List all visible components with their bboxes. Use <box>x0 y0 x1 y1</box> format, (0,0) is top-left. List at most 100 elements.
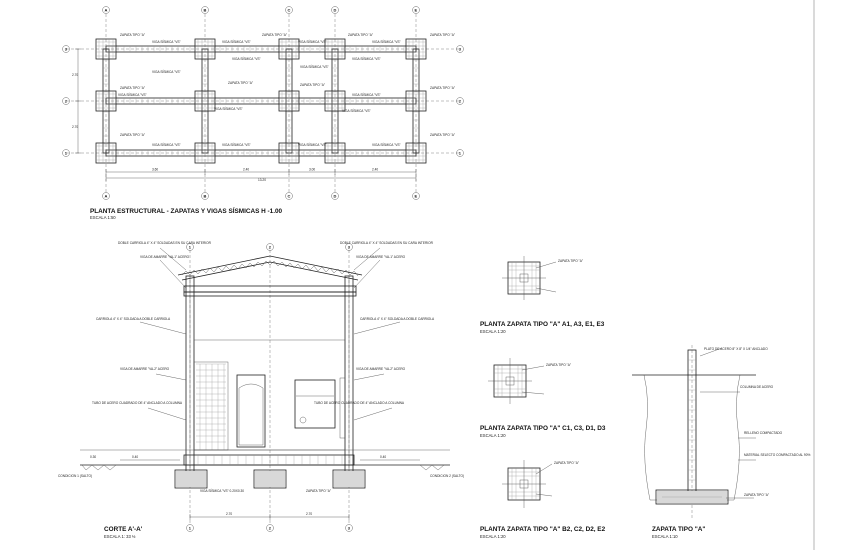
condition-label-right: CONDICION 2 (SALTO) <box>430 474 464 478</box>
plan-title: PLANTA ESTRUCTURAL - ZAPATAS Y VIGAS SÍS… <box>90 206 283 215</box>
footing-tag: ZAPATA TIPO "A" <box>430 33 455 37</box>
axis-label: 1 <box>189 245 192 250</box>
footing-tag: ZAPATA TIPO "A" <box>300 83 325 87</box>
detail-scale: ESCALA 1:20 <box>480 534 506 539</box>
beam-tag: VIGA SÍSMICA "VS" <box>342 109 371 113</box>
axis-label: A <box>105 8 108 13</box>
beam-tag: VIGA SÍSMICA "VS" <box>232 57 261 61</box>
dimension-text: 0.30 <box>90 455 96 459</box>
beam-tag: VIGA SÍSMICA "VS" <box>214 107 243 111</box>
beam-tag: VIGA SÍSMICA "VS" <box>372 40 401 44</box>
note-text: VIGA DE AMARRE "VA-2" ACERO <box>356 367 406 371</box>
axis-label: 2 <box>269 526 272 531</box>
dimension-text: 0.40 <box>380 455 386 459</box>
zapata-scale: ESCALA 1:10 <box>652 534 678 539</box>
beam-tag: VIGA SÍSMICA "VS" <box>352 93 381 97</box>
axis-label: 1 <box>459 151 462 156</box>
dimension-text: 2.70 <box>226 512 232 516</box>
beam-tag: VIGA SÍSMICA "VS" <box>372 143 401 147</box>
dimension-text: 3.00 <box>309 168 315 172</box>
footing-detail-2: ZAPATA TIPO "A" PLANTA ZAPATA TIPO "A" C… <box>480 358 606 438</box>
axis-label: B <box>204 194 207 199</box>
note-text: CARRIOLA 4" X 4" SOLDADA A DOBLE CARRIOL… <box>360 317 435 321</box>
zapata-note: COLUMNA DE ACERO <box>740 385 774 389</box>
dimension-text: 2.40 <box>243 168 249 172</box>
note-text: VIGA DE AMARRE "VA-2" ACERO <box>120 367 170 371</box>
footing-tag: ZAPATA TIPO "A" <box>430 86 455 90</box>
zapata-note: RELLENO COMPACTADO <box>744 431 783 435</box>
detail-title: PLANTA ZAPATA TIPO "A" B2, C2, D2, E2 <box>480 526 606 533</box>
dimension-text: 2.70 <box>72 125 78 129</box>
note-text: VIGA SÍSMICA "VS" 0.20X0.30 <box>200 489 244 493</box>
dimension-text: 13.20 <box>258 178 266 182</box>
zapata-note: MATERIAL SELECTO COMPACTADO AL 90% <box>744 453 810 457</box>
note-text: VIGA DE AMARRE "VA-1" ACERO <box>140 255 190 259</box>
beam-tag: VIGA SÍSMICA "VS" <box>352 57 381 61</box>
axis-label: 3 <box>65 47 68 52</box>
footing-detail-3: ZAPATA TIPO "A" PLANTA ZAPATA TIPO "A" B… <box>480 460 606 539</box>
axis-label: 3 <box>348 245 351 250</box>
zapata-section: PLATO DE ACERO 8" X 8" X 1/4" ANCLADO CO… <box>632 345 810 539</box>
footing-tag: ZAPATA TIPO "A" <box>120 86 145 90</box>
zapata-note: ZAPATA TIPO "A" <box>744 493 769 497</box>
footing-tag: ZAPATA TIPO "A" <box>120 33 145 37</box>
axis-label: 3 <box>459 47 462 52</box>
axis-label: A <box>105 194 108 199</box>
structural-plan: A B C D E A B C D E 3 2 1 3 2 1 <box>62 6 464 220</box>
section-dimensions: 2.70 2.70 0.40 0.40 0.30 <box>90 455 420 520</box>
plan-scale: ESCALA 1:50 <box>90 215 116 220</box>
section-scale: ESCALA 1: 33 ⅓ <box>104 534 136 539</box>
roof-structure <box>177 255 363 297</box>
axis-bubbles-sides: 3 2 1 3 2 1 <box>62 45 464 157</box>
plan-labels: ZAPATA TIPO "A" ZAPATA TIPO "A" ZAPATA T… <box>118 33 455 147</box>
detail-scale: ESCALA 1:20 <box>480 329 506 334</box>
axis-label: 1 <box>65 151 68 156</box>
zapata-note: PLATO DE ACERO 8" X 8" X 1/4" ANCLADO <box>704 347 768 351</box>
axis-label: 2 <box>65 99 68 104</box>
note-text: CARRIOLA 4" X 4" SOLDADA A DOBLE CARRIOL… <box>96 317 171 321</box>
beam-tag: VIGA SÍSMICA "VS" <box>118 93 147 97</box>
beam-tag: VIGA SÍSMICA "VS" <box>298 40 327 44</box>
note-text: TUBO DE ACERO CUADRADO DE 4" ANCLADO A C… <box>92 401 183 405</box>
beam-tag: VIGA SÍSMICA "VS" <box>152 40 181 44</box>
beam-tag: VIGA SÍSMICA "VS" <box>300 65 329 69</box>
detail-scale: ESCALA 1:20 <box>480 433 506 438</box>
axis-label: D <box>334 194 337 199</box>
note-text: TUBO DE ACERO CUADRADO DE 4" ANCLADO A C… <box>314 401 405 405</box>
footing-tag: ZAPATA TIPO "A" <box>262 33 287 37</box>
section-walls <box>193 339 346 451</box>
axis-label: C <box>288 194 291 199</box>
axis-label: 2 <box>459 99 462 104</box>
beam-tag: VIGA SÍSMICA "VS" <box>298 143 327 147</box>
axis-label: E <box>415 194 418 199</box>
section-a-a: 1 2 3 1 2 3 <box>58 241 464 539</box>
ground-foundation <box>80 449 450 489</box>
zapata-title: ZAPATA TIPO "A" <box>652 526 705 533</box>
footing-tag: ZAPATA TIPO "A" <box>430 133 455 137</box>
footing-tag: ZAPATA TIPO "A" <box>120 133 145 137</box>
detail-title: PLANTA ZAPATA TIPO "A" A1, A3, E1, E3 <box>480 321 605 328</box>
axis-label: 3 <box>348 526 351 531</box>
axis-label: 2 <box>269 245 272 250</box>
axis-label: 1 <box>189 526 192 531</box>
beam-tag: VIGA SÍSMICA "VS" <box>222 40 251 44</box>
beam-tag: VIGA SÍSMICA "VS" <box>222 143 251 147</box>
section-columns <box>185 275 354 481</box>
footing-tag: ZAPATA TIPO "A" <box>228 81 253 85</box>
dimension-text: 2.70 <box>72 73 78 77</box>
beam-tag: VIGA SÍSMICA "VS" <box>152 143 181 147</box>
detail-note: ZAPATA TIPO "A" <box>554 461 579 465</box>
note-text: ZAPATA TIPO "A" <box>306 489 331 493</box>
axis-label: C <box>288 8 291 13</box>
footings <box>95 38 427 164</box>
footing-detail-1: ZAPATA TIPO "A" PLANTA ZAPATA TIPO "A" A… <box>480 256 605 334</box>
section-notes: DOBLE CARRIOLA 4" X 4" SOLDADAS EN SU CA… <box>58 241 464 493</box>
beam-tag: VIGA SÍSMICA "VS" <box>152 70 181 74</box>
dimension-text: 0.40 <box>132 455 138 459</box>
axis-bubbles-top: A B C D E <box>102 6 420 14</box>
detail-note: ZAPATA TIPO "A" <box>546 363 571 367</box>
note-text: DOBLE CARRIOLA 4" X 4" SOLDADAS EN SU CA… <box>340 241 434 245</box>
plan-dimensions: 3.60 2.40 3.00 2.40 13.20 2.70 2.70 <box>72 48 417 182</box>
dimension-text: 3.60 <box>152 168 158 172</box>
